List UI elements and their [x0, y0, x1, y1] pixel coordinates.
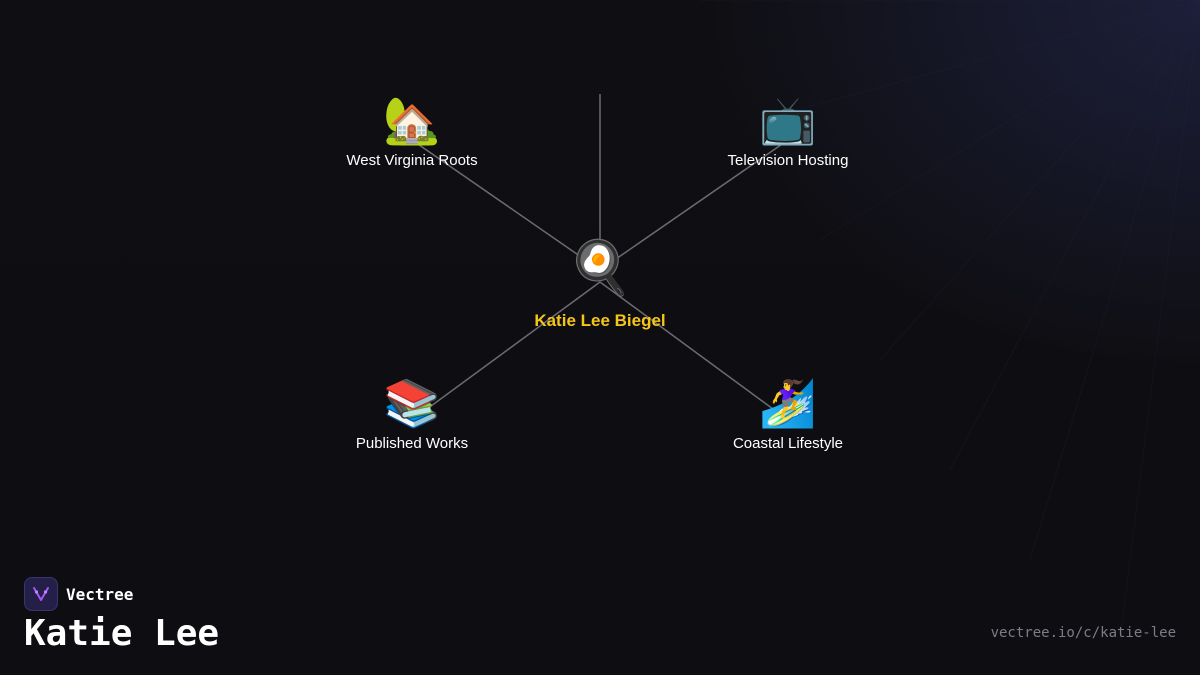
house-icon: 🏡	[383, 94, 441, 146]
books-icon: 📚	[383, 377, 441, 429]
edge-west-virginia-roots	[411, 139, 601, 271]
node-label: Published Works	[355, 435, 469, 452]
node-label: West Virginia Roots	[346, 152, 478, 169]
television-icon: 📺	[759, 94, 817, 146]
page-url[interactable]: vectree.io/c/katie-lee	[990, 625, 1176, 641]
node-label: Television Hosting	[727, 152, 849, 169]
edge-television-hosting	[599, 139, 789, 271]
edge-coastal-lifestyle	[599, 281, 789, 421]
node-published-works[interactable]: 📚 Published Works	[302, 375, 522, 453]
node-west-virginia-roots[interactable]: 🏡 West Virginia Roots	[302, 92, 522, 170]
surfer-icon: 🏄‍♀️	[759, 377, 817, 429]
edge-published-works	[411, 281, 601, 421]
vectree-logo-icon	[24, 577, 58, 611]
node-label: Coastal Lifestyle	[732, 435, 844, 452]
brand-name: Vectree	[66, 584, 134, 604]
node-television-hosting[interactable]: 📺 Television Hosting	[678, 92, 898, 170]
node-coastal-lifestyle[interactable]: 🏄‍♀️ Coastal Lifestyle	[678, 375, 898, 453]
node-center-katie-lee-biegel[interactable]: 🍳 Katie Lee Biegel	[490, 238, 710, 330]
page-title: Katie Lee	[24, 613, 220, 654]
brand[interactable]: Vectree	[24, 577, 133, 611]
center-label: Katie Lee Biegel	[534, 311, 666, 330]
frying-pan-egg-icon: 🍳	[567, 239, 633, 297]
